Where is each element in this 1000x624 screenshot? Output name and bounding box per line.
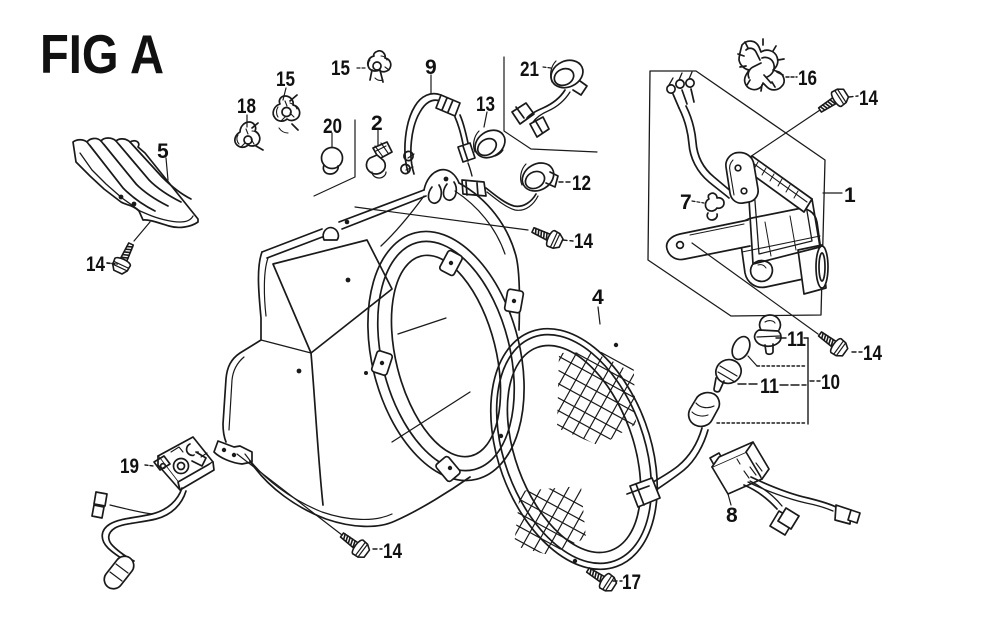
svg-text:13: 13 [476,93,495,116]
svg-text:5: 5 [157,140,169,163]
svg-text:7: 7 [680,191,692,214]
svg-text:9: 9 [425,56,437,79]
svg-text:14: 14 [574,230,593,253]
svg-text:14: 14 [859,87,878,110]
svg-text:11: 11 [760,375,779,398]
svg-text:20: 20 [323,115,342,138]
svg-text:19: 19 [120,455,139,478]
svg-text:12: 12 [572,172,591,195]
svg-text:14: 14 [383,540,402,563]
svg-text:21: 21 [520,58,539,81]
svg-text:16: 16 [798,67,817,90]
svg-text:1: 1 [844,184,856,207]
svg-text:11: 11 [787,328,806,351]
svg-text:4: 4 [592,286,604,309]
svg-text:10: 10 [821,371,840,394]
svg-text:17: 17 [622,571,641,594]
svg-text:2: 2 [371,112,383,135]
svg-text:15: 15 [276,68,295,91]
svg-text:14: 14 [86,253,105,276]
svg-text:8: 8 [726,504,738,527]
svg-text:15: 15 [331,57,350,80]
svg-text:14: 14 [863,342,882,365]
svg-text:18: 18 [237,95,256,118]
svg-text:FIG A: FIG A [40,23,164,85]
